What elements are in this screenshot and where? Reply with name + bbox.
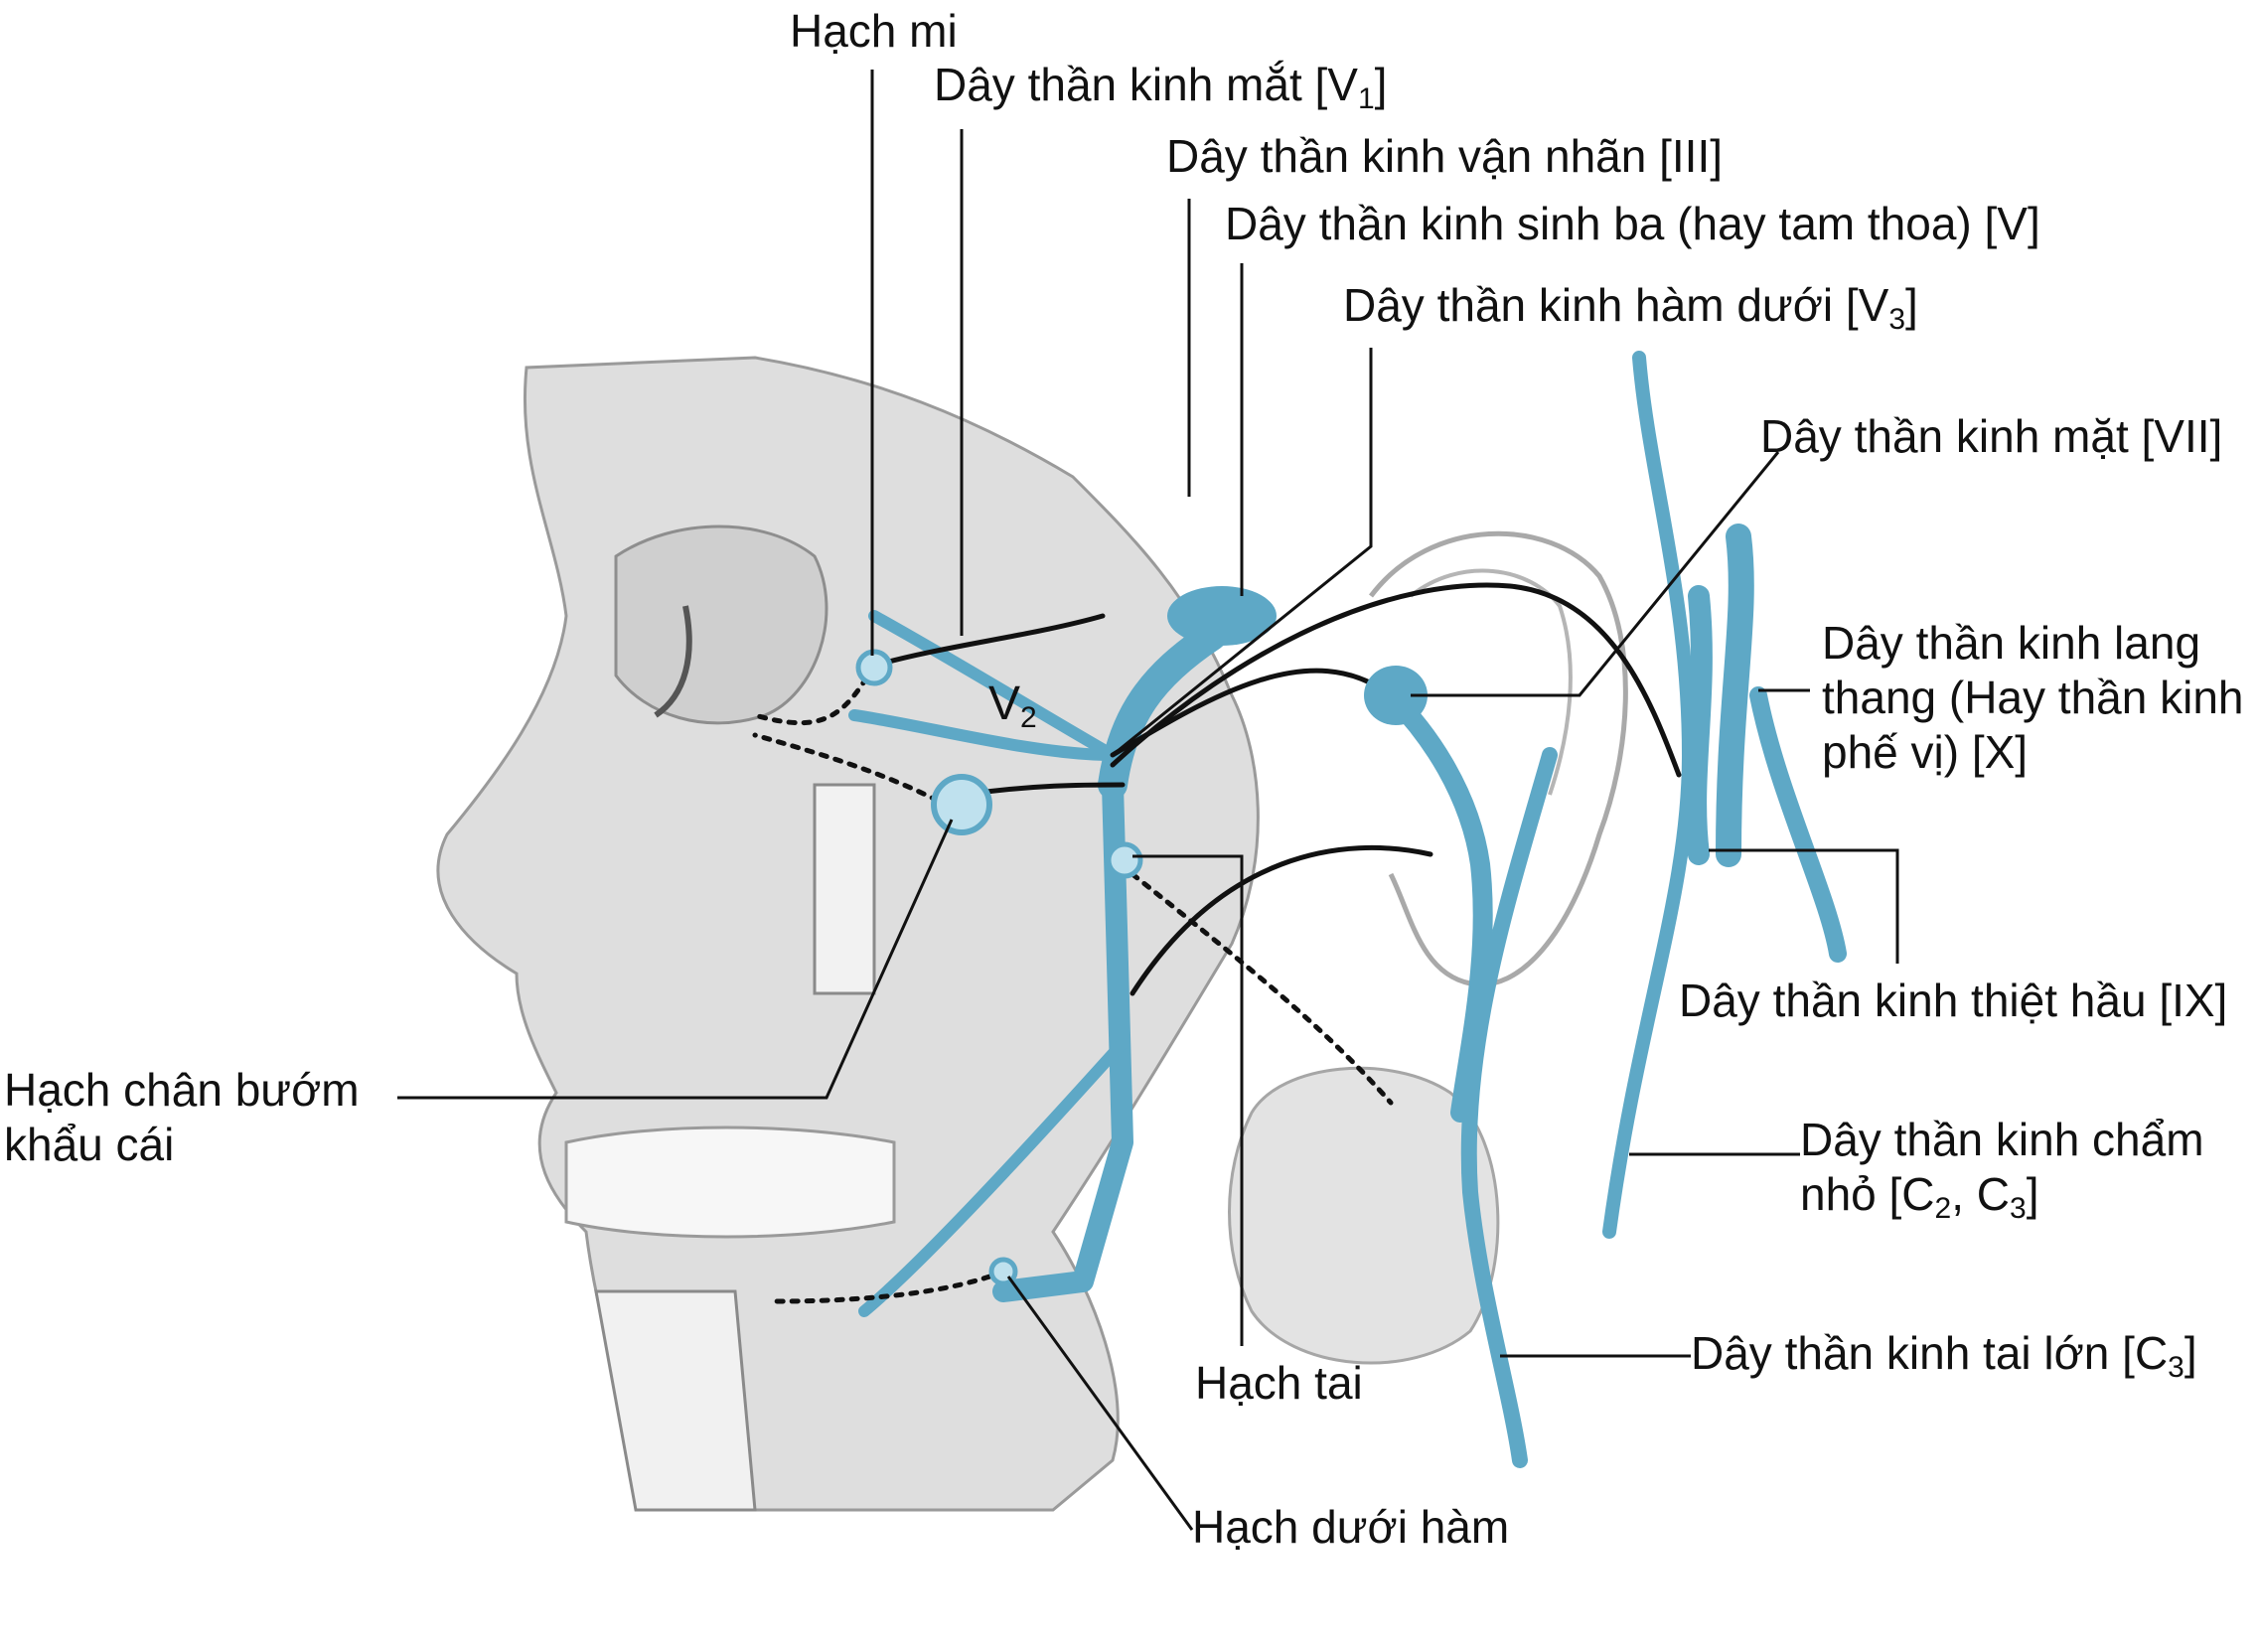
submandibular-postganglionic-path xyxy=(772,1269,1006,1304)
label-pterygopalatine-ganglion: Hạch chân bướm khẩu cái xyxy=(4,1064,360,1171)
label-vagus-nerve: Dây thần kinh lang thang (Hay thần kinh … xyxy=(1822,617,2244,779)
leader-ix xyxy=(1709,848,1899,964)
ear-inner-outline xyxy=(1409,568,1573,796)
skull-drawing xyxy=(436,356,1628,1512)
pterygopalatine-ganglion-marker xyxy=(931,774,992,835)
mandibular-nerve-trunk xyxy=(992,774,1133,1302)
otic-postganglionic-path xyxy=(1130,871,1394,1106)
label-ophthalmic-nerve: Dây thần kinh mắt [V1] xyxy=(934,59,1388,115)
nerves xyxy=(752,351,1847,1468)
label-oculomotor-nerve: Dây thần kinh vận nhãn [III] xyxy=(1166,130,1724,182)
great-auricular-nerve xyxy=(1460,747,1558,1468)
maxillary-nerve xyxy=(848,709,1119,761)
label-hach-mi: Hạch mi xyxy=(790,5,958,57)
label-glossopharyngeal-nerve: Dây thần kinh thiệt hầu [IX] xyxy=(1679,975,2228,1026)
glossopharyngeal-fiber xyxy=(1130,844,1433,996)
lesser-occipital-nerve xyxy=(1602,351,1696,1239)
ophthalmic-nerve xyxy=(868,610,1119,761)
ear-outline xyxy=(1369,530,1628,987)
leader-hach-duoi-ham xyxy=(1006,1276,1194,1531)
label-otic-ganglion: Hạch tai xyxy=(1195,1357,1363,1409)
preganglionic-fiber xyxy=(1110,582,1682,778)
label-maxillary-nerve: V2 xyxy=(988,677,1037,734)
mandible-section xyxy=(594,1289,757,1512)
vagus-nerve-upper xyxy=(1685,585,1713,865)
leader-vii xyxy=(1411,451,1780,697)
parotid-gland xyxy=(1228,1066,1500,1365)
leader-hach-chan-buom xyxy=(397,819,954,1100)
eye-orbit xyxy=(614,525,828,725)
leader-hach-tai xyxy=(1132,854,1244,1346)
label-great-auricular-nerve: Dây thần kinh tai lớn [C3] xyxy=(1691,1327,2197,1384)
trigeminal-ganglion xyxy=(1167,586,1277,646)
maxilla-bone-section xyxy=(813,783,876,995)
label-submandibular-ganglion: Hạch dưới hàm xyxy=(1192,1501,1510,1553)
glossopharyngeal-nerve xyxy=(1716,524,1754,867)
otic-ganglion-marker xyxy=(1106,841,1143,879)
eye-lid xyxy=(654,605,692,718)
oculomotor-fiber xyxy=(871,613,1106,669)
label-mandibular-nerve: Dây thần kinh hàm dưới [V3] xyxy=(1343,279,1918,336)
leader-v3 xyxy=(1112,348,1373,757)
upper-teeth xyxy=(564,1126,896,1239)
lingual-nerve xyxy=(858,1037,1129,1317)
geniculate-ganglion xyxy=(1364,666,1428,725)
label-trigeminal-nerve: Dây thần kinh sinh ba (hay tam thoa) [V] xyxy=(1225,198,2040,249)
vagus-nerve-lower xyxy=(1749,686,1847,963)
label-lesser-occipital-nerve: Dây thần kinh chẩm nhỏ [C2, C3] xyxy=(1800,1114,2204,1226)
ciliary-ganglion-marker xyxy=(855,649,893,686)
label-facial-nerve: Dây thần kinh mặt [VII] xyxy=(1760,410,2223,462)
leader-lines xyxy=(397,70,1899,1531)
